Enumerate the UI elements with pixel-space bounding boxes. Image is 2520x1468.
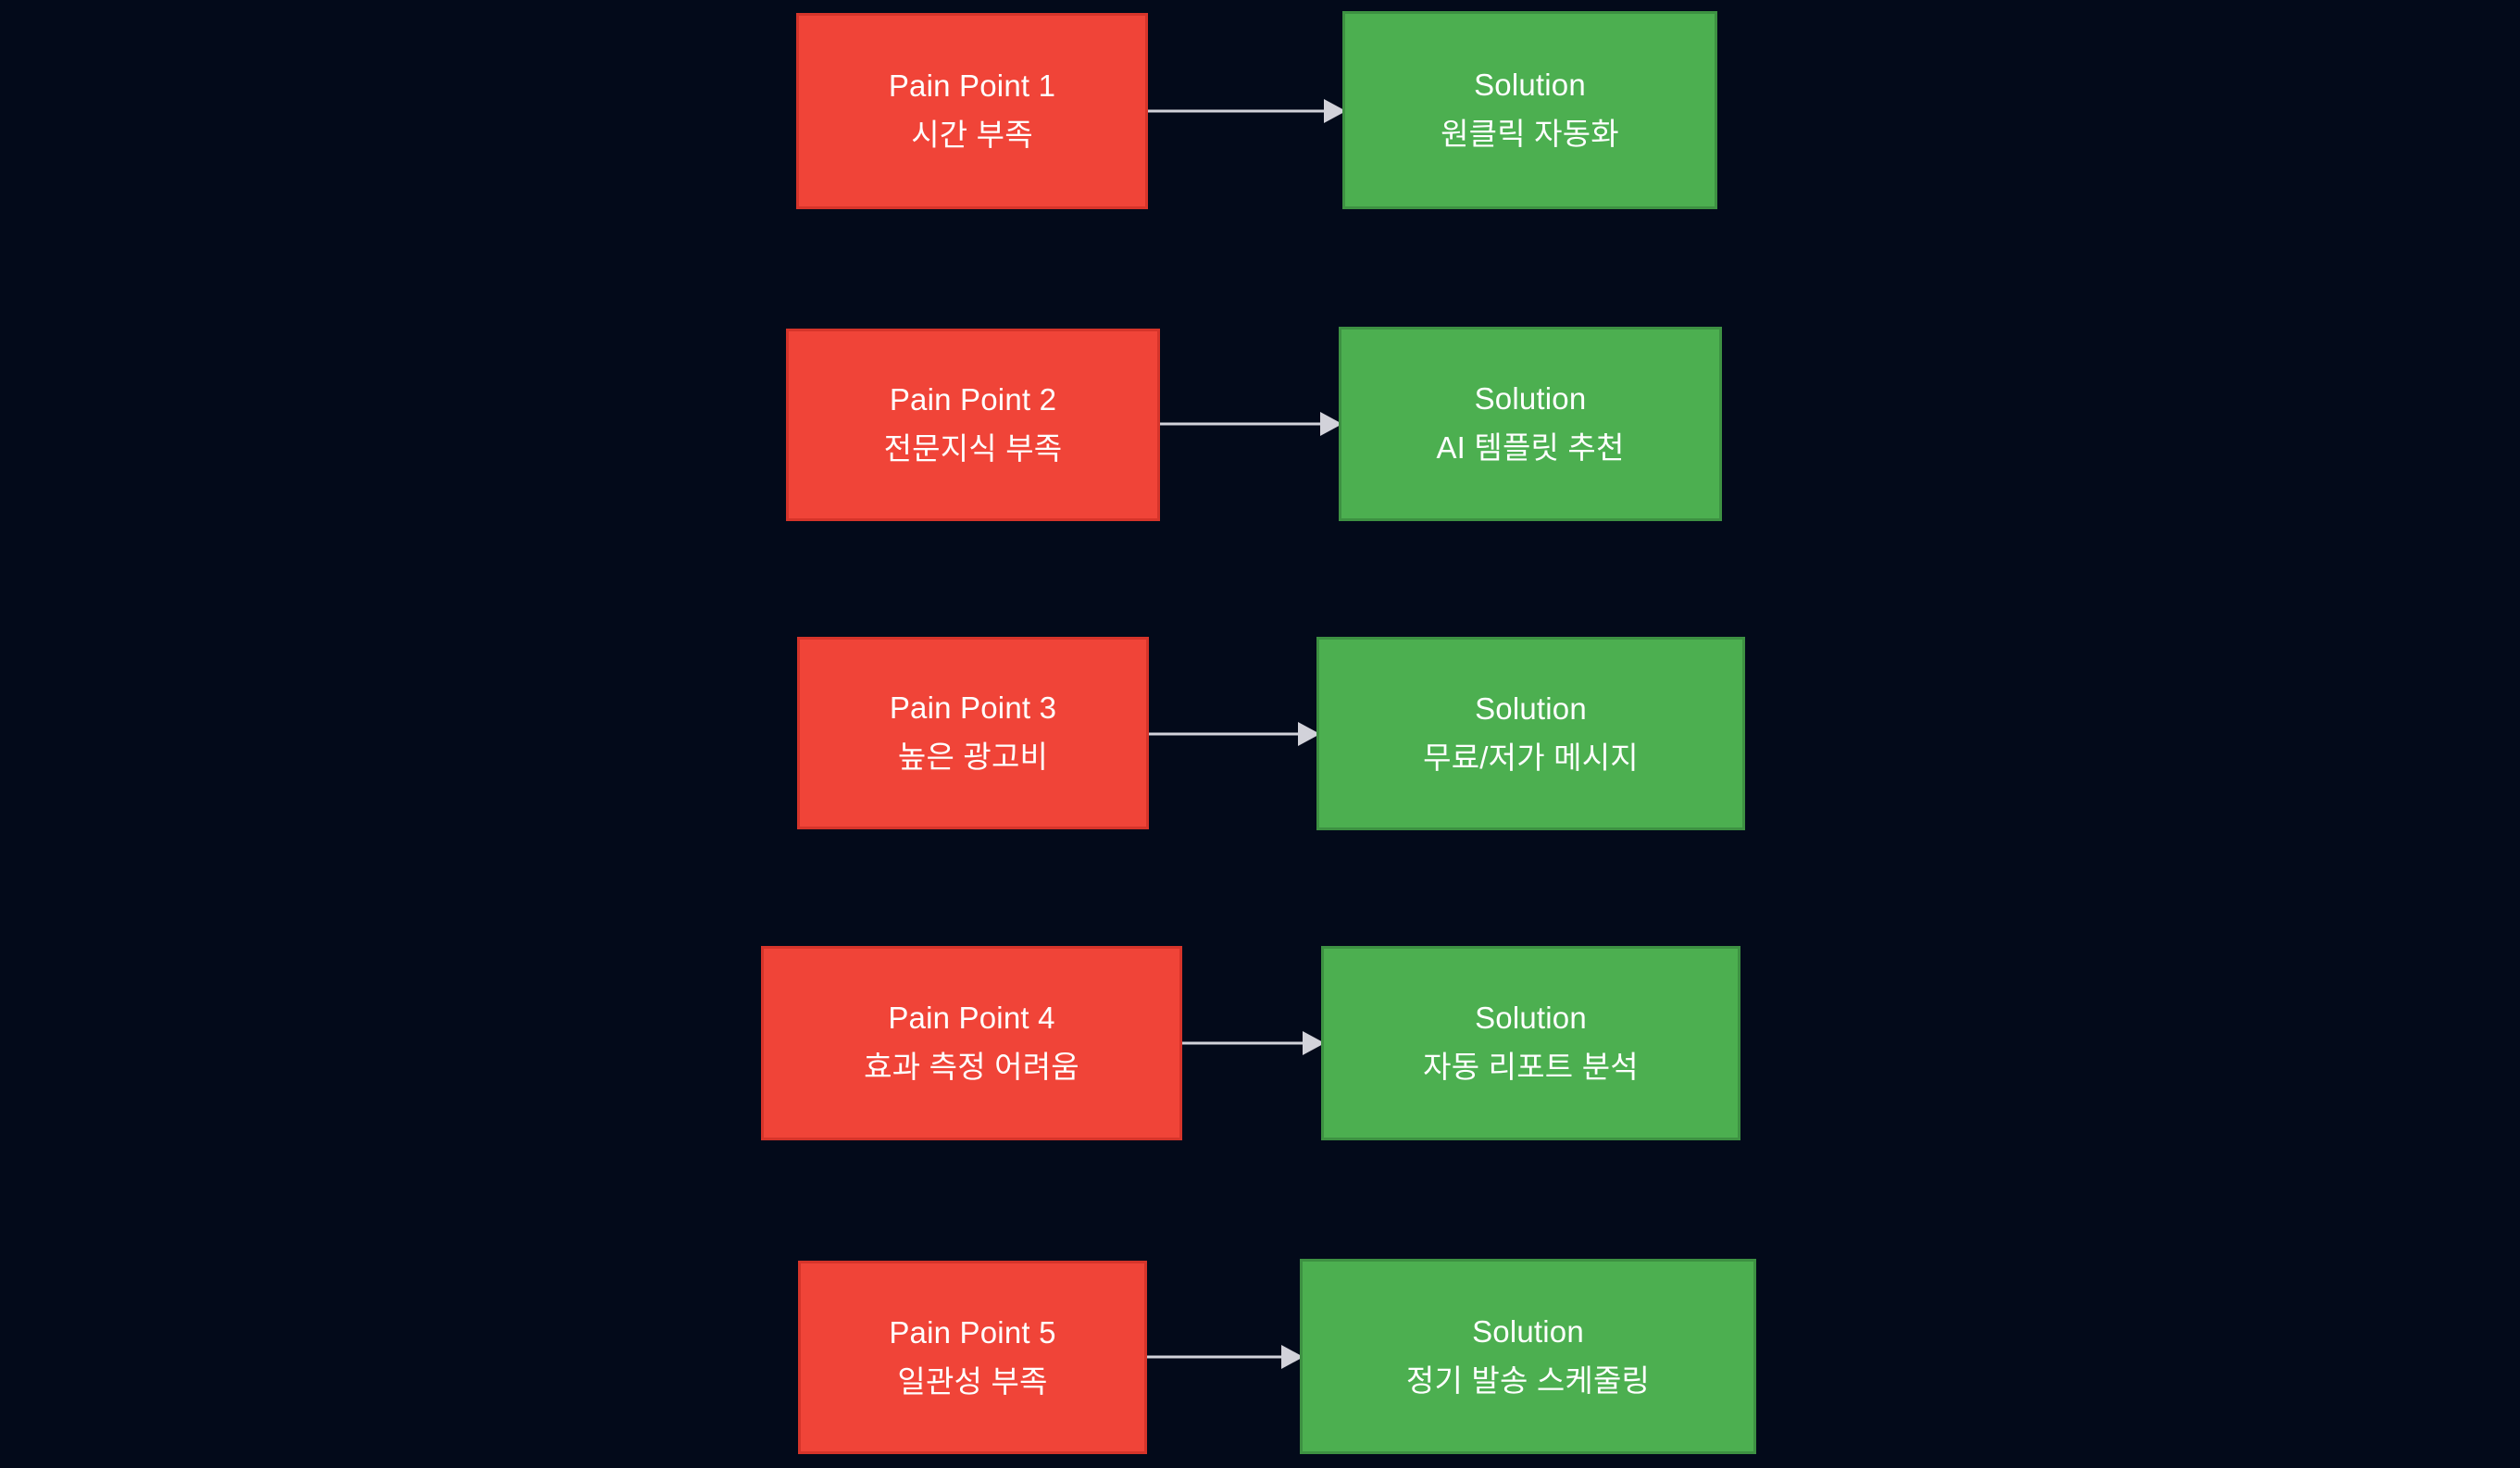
pain-point-title: Pain Point 1: [888, 68, 1056, 104]
pain-point-subtitle: 일관성 부족: [897, 1363, 1048, 1399]
solution-title: Solution: [1474, 381, 1587, 417]
solution-node[interactable]: Solution AI 템플릿 추천: [1339, 327, 1722, 521]
solution-subtitle: 무료/저가 메시지: [1423, 740, 1639, 775]
solution-node[interactable]: Solution 정기 발송 스케줄링: [1300, 1259, 1756, 1454]
pain-point-title: Pain Point 3: [889, 690, 1057, 726]
solution-node[interactable]: Solution 자동 리포트 분석: [1321, 946, 1740, 1140]
solution-title: Solution: [1474, 68, 1586, 103]
solution-subtitle: AI 템플릿 추천: [1436, 430, 1625, 465]
pain-point-title: Pain Point 4: [888, 1001, 1055, 1036]
pain-point-title: Pain Point 5: [889, 1314, 1056, 1350]
flow-arrow: [1182, 1031, 1325, 1055]
pain-point-subtitle: 높은 광고비: [897, 740, 1049, 774]
pain-point-node[interactable]: Pain Point 1 시간 부족: [796, 13, 1148, 209]
pain-point-subtitle: 효과 측정 어려움: [864, 1050, 1079, 1084]
pain-point-subtitle: 시간 부족: [911, 118, 1033, 152]
flow-arrow: [1160, 412, 1342, 436]
solution-title: Solution: [1475, 1001, 1587, 1036]
flow-arrow: [1149, 722, 1320, 746]
solution-title: Solution: [1472, 1313, 1584, 1349]
flow-arrow: [1147, 1345, 1304, 1369]
pain-point-title: Pain Point 2: [889, 382, 1057, 417]
pain-point-node[interactable]: Pain Point 3 높은 광고비: [797, 637, 1149, 829]
solution-node[interactable]: Solution 원클릭 자동화: [1342, 11, 1717, 209]
solution-title: Solution: [1475, 690, 1587, 726]
pain-point-subtitle: 전문지식 부족: [883, 431, 1063, 466]
pain-point-node[interactable]: Pain Point 2 전문지식 부족: [786, 329, 1160, 521]
solution-subtitle: 정기 발송 스케줄링: [1405, 1362, 1651, 1398]
solution-subtitle: 원클릭 자동화: [1441, 117, 1619, 151]
solution-subtitle: 자동 리포트 분석: [1423, 1050, 1639, 1084]
pain-point-node[interactable]: Pain Point 4 효과 측정 어려움: [761, 946, 1182, 1140]
solution-node[interactable]: Solution 무료/저가 메시지: [1316, 637, 1745, 830]
pain-point-node[interactable]: Pain Point 5 일관성 부족: [798, 1261, 1147, 1454]
flow-arrow: [1148, 99, 1346, 123]
